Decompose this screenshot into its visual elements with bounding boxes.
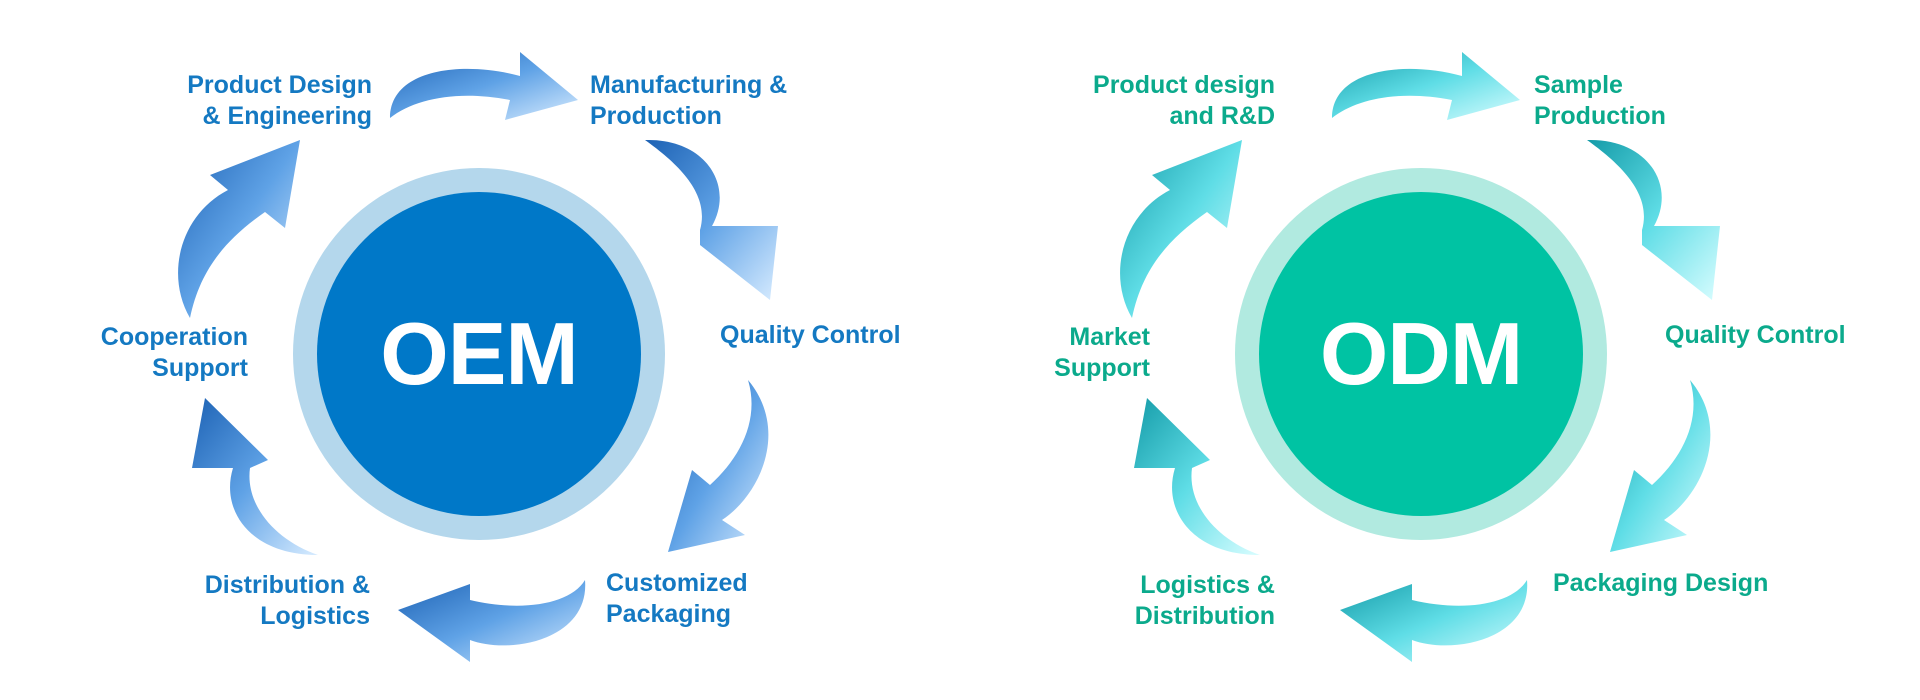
oem-outer-ring: OEM	[293, 168, 665, 540]
odm-label-logistics: Logistics & Distribution	[1134, 571, 1275, 630]
oem-label-product-design: Product Design & Engineering	[187, 71, 372, 130]
arrow-design-to-sample	[1332, 52, 1520, 120]
odm-label-sample-production: Sample Production	[1534, 71, 1666, 130]
arrow-sample-to-quality	[1587, 139, 1720, 300]
oem-center-label: OEM	[380, 304, 578, 403]
oem-label-customized-packaging: Customized Packaging	[606, 569, 748, 628]
oem-center-circle: OEM	[317, 192, 641, 516]
arrow-packaging-to-distribution	[398, 580, 586, 662]
arrow-packaging-to-logistics	[1340, 580, 1528, 662]
oem-label-manufacturing: Manufacturing & Production	[590, 71, 788, 130]
odm-cycle-arrows	[1120, 52, 1720, 662]
arrow-logistics-to-market	[1134, 398, 1260, 555]
arrow-quality-to-packaging	[1610, 380, 1711, 552]
odm-center-circle: ODM	[1259, 192, 1583, 516]
arrow-market-to-design	[1120, 140, 1242, 318]
odm-panel: ODM Product design and R&D Sample Produc…	[960, 0, 1920, 700]
odm-label-quality-control: Quality Control	[1665, 321, 1846, 349]
odm-label-product-design: Product design and R&D	[1093, 71, 1275, 130]
odm-outer-ring: ODM	[1235, 168, 1607, 540]
arrow-distribution-to-cooperation	[192, 398, 318, 555]
odm-label-packaging-design: Packaging Design	[1553, 569, 1769, 597]
odm-label-market-support: Market Support	[1054, 323, 1150, 382]
arrow-quality-to-packaging	[668, 380, 769, 552]
odm-center-label: ODM	[1319, 304, 1523, 403]
oem-panel: OEM Product Design & Engineering Manufac…	[100, 52, 901, 662]
arrow-manufacturing-to-quality	[645, 139, 778, 300]
oem-label-quality-control: Quality Control	[720, 321, 901, 349]
arrow-cooperation-to-design	[178, 140, 300, 318]
oem-label-distribution: Distribution & Logistics	[204, 571, 370, 630]
oem-label-cooperation-support: Cooperation Support	[100, 323, 248, 382]
arrow-design-to-manufacturing	[390, 52, 578, 120]
oem-cycle-arrows	[178, 52, 778, 662]
